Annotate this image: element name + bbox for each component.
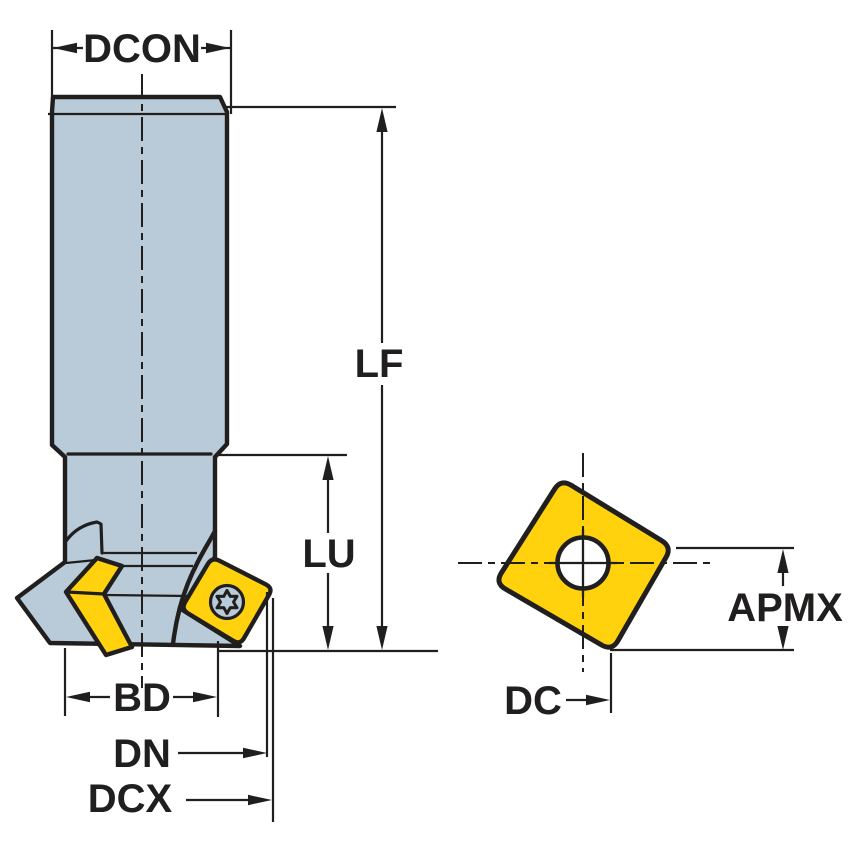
dimension-label-dn: DN <box>113 732 171 776</box>
dimension-dcon: DCON <box>50 27 233 114</box>
arrowhead <box>777 626 789 650</box>
dimension-label-dcon: DCON <box>83 27 201 71</box>
dimension-lf: LF <box>223 105 404 650</box>
dimension-label-dcx: DCX <box>88 777 173 821</box>
arrowhead <box>586 694 610 706</box>
arrowhead <box>206 42 230 54</box>
insert-detail-view <box>458 453 710 672</box>
arrowhead <box>322 626 334 650</box>
dimension-bd: BD <box>63 641 220 720</box>
arrowhead <box>322 456 334 480</box>
dimension-apmx: APMX <box>610 546 843 652</box>
dimension-dc: DC <box>504 653 613 723</box>
dimension-dn: DN <box>113 592 269 776</box>
insert-pocket-curve <box>170 528 218 647</box>
torx-star-icon <box>215 589 239 615</box>
dimension-label-dc: DC <box>504 679 562 723</box>
arrowhead <box>376 626 388 650</box>
dimension-label-apmx: APMX <box>727 586 843 630</box>
arrowhead <box>777 549 789 573</box>
arrowhead <box>376 108 388 132</box>
arrowhead <box>248 794 272 806</box>
cutter-body-outline <box>14 94 243 649</box>
arrowhead <box>193 691 217 703</box>
dimensions: DCON LF LU <box>50 27 843 822</box>
dimension-dcx: DCX <box>88 598 275 822</box>
dimension-lu: LU <box>219 453 356 650</box>
rear-insert-edge <box>65 590 106 596</box>
tip-edge-line <box>65 558 97 565</box>
cutter-side-view <box>14 74 273 688</box>
dimension-label-lf: LF <box>355 342 404 386</box>
pocket-step-line-3 <box>104 593 189 598</box>
flute-gash-curve <box>64 520 104 555</box>
arrowhead <box>53 42 77 54</box>
dimension-label-lu: LU <box>302 532 355 576</box>
arrowhead <box>243 747 267 759</box>
dimension-label-bd: BD <box>113 676 171 720</box>
arrowhead <box>66 691 90 703</box>
